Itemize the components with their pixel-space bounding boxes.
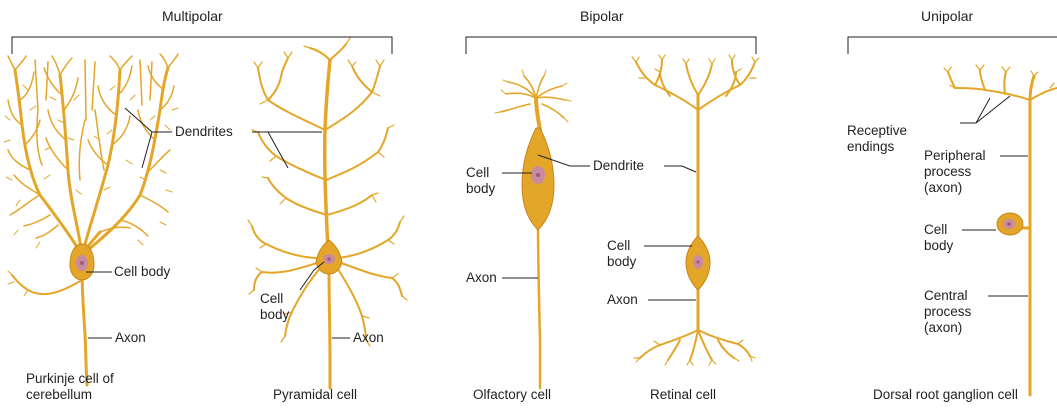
label-peripheral-process: Peripheral process (axon) bbox=[924, 148, 986, 196]
label-drg-cell-body: Cell body bbox=[924, 222, 953, 254]
label-retinal-axon: Axon bbox=[607, 292, 638, 308]
label-olfactory-cell-body: Cell body bbox=[466, 165, 495, 197]
label-olfactory-axon: Axon bbox=[466, 270, 497, 286]
group-brackets bbox=[12, 37, 1057, 54]
purkinje-soma bbox=[70, 244, 94, 280]
dorsal-root-ganglion-soma bbox=[997, 213, 1023, 235]
group-title-multipolar: Multipolar bbox=[162, 8, 223, 24]
purkinje-cell bbox=[4, 54, 178, 385]
group-title-unipolar: Unipolar bbox=[921, 8, 973, 24]
caption-dorsal-root-ganglion-cell: Dorsal root ganglion cell bbox=[873, 387, 1018, 403]
label-retinal-cell-body: Cell body bbox=[607, 238, 636, 270]
label-pyramidal-cell-body: Cell body bbox=[260, 291, 289, 323]
label-pyramidal-axon: Axon bbox=[353, 330, 384, 346]
retinal-cell bbox=[632, 55, 759, 365]
label-central-process: Central process (axon) bbox=[924, 288, 971, 336]
olfactory-soma bbox=[522, 128, 554, 230]
group-title-bipolar: Bipolar bbox=[580, 8, 624, 24]
olfactory-cell bbox=[495, 70, 571, 388]
caption-purkinje-cell: Purkinje cell of cerebellum bbox=[26, 371, 114, 403]
unipolar-bracket bbox=[848, 37, 1057, 54]
label-dendrites: Dendrites bbox=[175, 124, 233, 140]
retinal-soma bbox=[686, 236, 710, 290]
label-purkinje-cell-body: Cell body bbox=[114, 264, 170, 280]
label-dendrite: Dendrite bbox=[593, 158, 644, 174]
caption-pyramidal-cell: Pyramidal cell bbox=[273, 387, 357, 403]
caption-olfactory-cell: Olfactory cell bbox=[473, 387, 551, 403]
caption-retinal-cell: Retinal cell bbox=[650, 387, 716, 403]
bipolar-bracket bbox=[466, 37, 756, 54]
label-purkinje-axon: Axon bbox=[115, 330, 146, 346]
label-receptive-endings: Receptive endings bbox=[847, 123, 907, 155]
multipolar-bracket bbox=[12, 37, 392, 54]
pyramidal-soma bbox=[316, 240, 342, 274]
